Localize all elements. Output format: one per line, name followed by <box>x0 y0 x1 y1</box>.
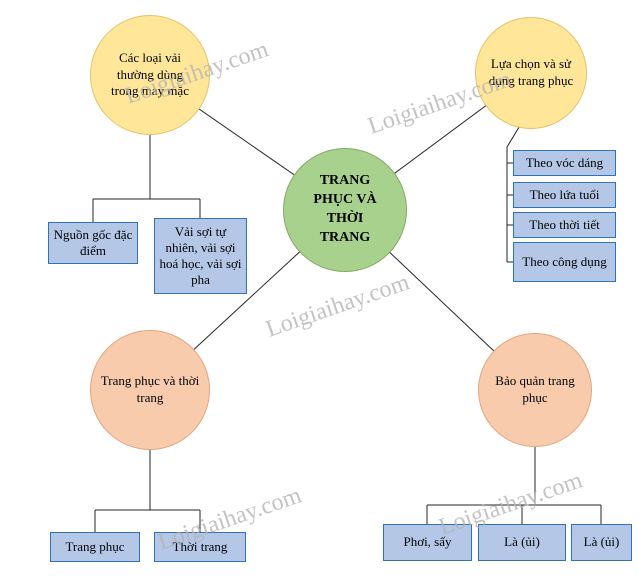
child-box-origin: Nguồn gốc đặc điểm <box>48 222 138 264</box>
child-box-fiber-kinds: Vải sợi tự nhiên, vải sợi hoá học, vải s… <box>154 218 247 294</box>
branch-fabric-types-circle: Các loại vải thường dùng trong may mặc <box>90 15 210 135</box>
child-box-body-shape: Theo vóc dáng <box>513 150 616 176</box>
edge-topright-children <box>506 123 522 263</box>
branch-selection-label: Lựa chọn và sử dụng trang phục <box>488 56 574 88</box>
central-topic-label: TRANG PHỤC VÀ THỜI TRANG <box>313 173 377 245</box>
child-box-ironing-2: Là (ủi) <box>571 524 632 561</box>
branch-care-label: Bảo quản trang phục <box>495 373 575 405</box>
edge-bottomright-children <box>426 447 602 524</box>
child-box-purpose: Theo công dụng <box>513 242 616 282</box>
child-box-age: Theo lứa tuổi <box>513 182 616 208</box>
branch-selection-circle: Lựa chọn và sử dụng trang phục <box>475 17 587 129</box>
child-box-fashion: Thời trang <box>154 532 246 562</box>
child-box-drying: Phơi, sấy <box>383 524 472 561</box>
branch-fashion-label: Trang phục và thời trang <box>100 373 200 405</box>
edge-bottomleft-children <box>94 450 201 532</box>
branch-fabric-types-label: Các loại vải thường dùng trong may mặc <box>111 49 189 99</box>
branch-fashion-circle: Trang phục và thời trang <box>90 330 210 450</box>
child-box-weather: Theo thời tiết <box>513 212 616 238</box>
child-box-ironing-1: Là (ủi) <box>478 524 566 561</box>
branch-care-circle: Bảo quản trang phục <box>478 333 592 447</box>
central-topic-circle: TRANG PHỤC VÀ THỜI TRANG <box>283 148 407 272</box>
edge-topleft-children <box>92 135 201 222</box>
child-box-clothing: Trang phục <box>50 532 140 562</box>
